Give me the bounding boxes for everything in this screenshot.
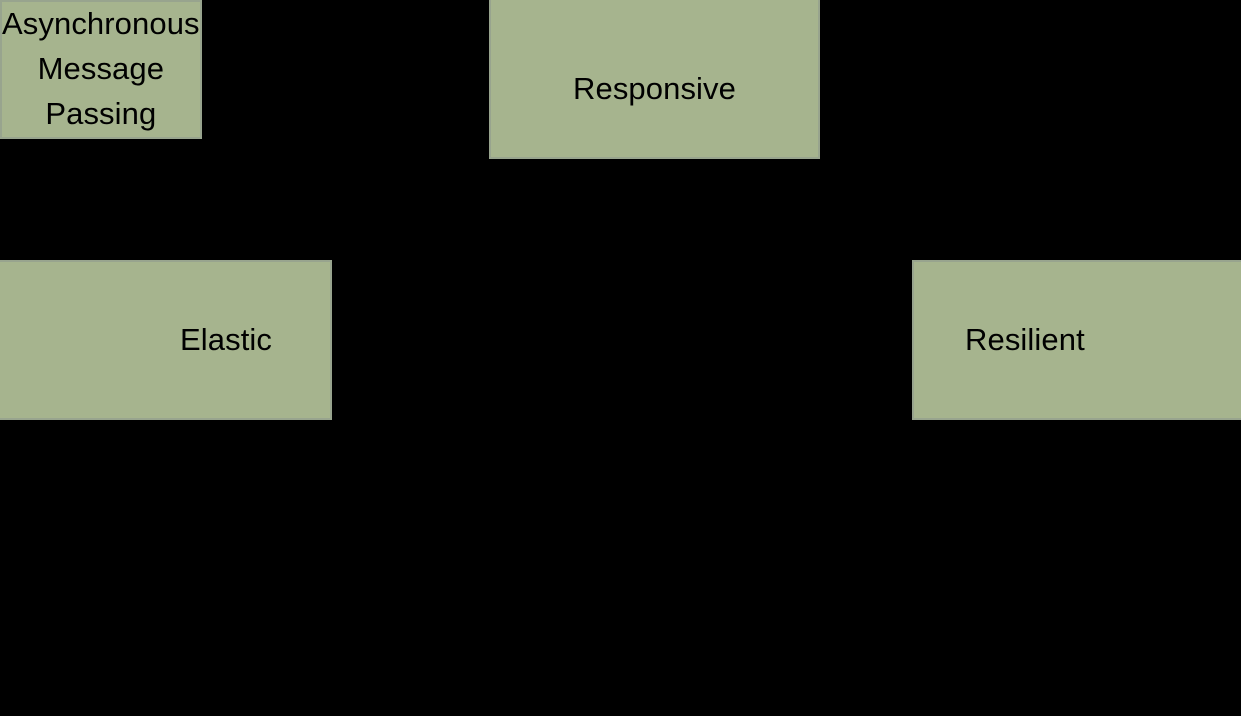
connector-stub-async-top: [651, 544, 656, 549]
connector-stub-async-left: [486, 624, 491, 629]
connector-stub-resilient-bottom: [1070, 418, 1075, 423]
connector-stub-elastic-right: [330, 338, 335, 343]
node-elastic[interactable]: Elastic: [0, 260, 332, 420]
node-responsive[interactable]: Responsive: [489, 0, 820, 159]
connector-stub-elastic-top: [165, 256, 170, 261]
node-async-message-passing[interactable]: Asynchronous Message Passing: [0, 0, 202, 139]
connector-stub-async-bottom: [651, 704, 656, 709]
connector-stub-resilient-top: [1070, 256, 1075, 261]
connector-stub-responsive-left: [486, 78, 491, 83]
connector-stub-elastic-bottom: [165, 418, 170, 423]
connector-stub-responsive-right: [818, 78, 823, 83]
connector-stub-async-right: [818, 624, 823, 629]
node-resilient[interactable]: Resilient: [912, 260, 1241, 420]
